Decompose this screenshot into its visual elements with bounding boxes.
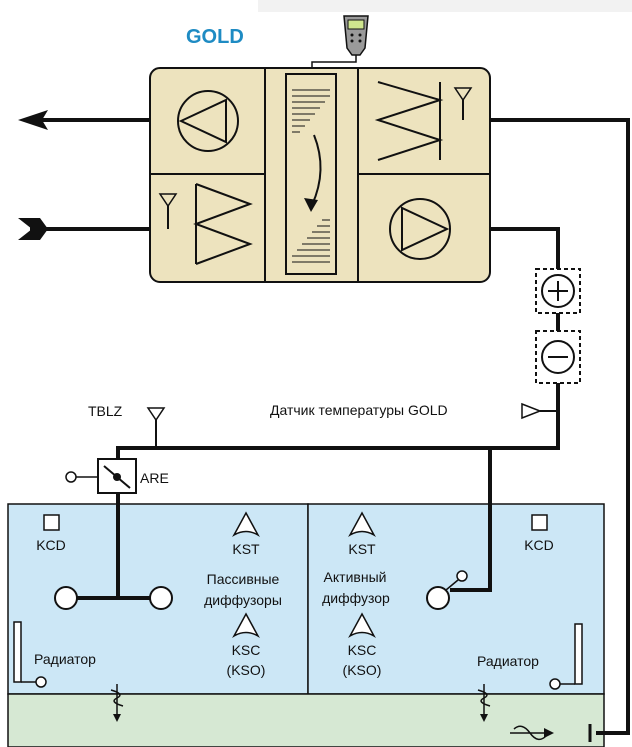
- ksc-right-icon: [348, 612, 376, 639]
- active-diffuser-actuator-line: [445, 579, 459, 591]
- radiator-left-label: Радиатор: [34, 651, 96, 667]
- supply-duct-main: [116, 383, 560, 598]
- kst-right-icon: [348, 511, 376, 538]
- control-panel-icon: [343, 15, 369, 56]
- heat-exchanger-icon: [285, 73, 337, 275]
- ksc-left-icon: [232, 612, 260, 639]
- extract-return-duct: [462, 118, 630, 735]
- kcd-right-label: KCD: [524, 537, 554, 553]
- are-label: ARE: [140, 470, 169, 486]
- radiator-left-icon: [13, 621, 22, 683]
- kso-left-label: (KSO): [227, 662, 266, 678]
- ksc-right-label: KSC: [348, 642, 377, 658]
- passive-label-1: Пассивные: [207, 571, 280, 587]
- active-label-2: диффузор: [322, 590, 390, 606]
- passive-diffuser-right: [149, 586, 173, 610]
- damper-actuator: [65, 471, 77, 483]
- kst-left-label: KST: [232, 541, 260, 557]
- intake-arrow-icon: [18, 218, 48, 240]
- sensor-icon: [453, 87, 473, 120]
- kst-right-label: KST: [348, 541, 376, 557]
- passive-diffuser-left: [54, 586, 78, 610]
- header-panel: [258, 0, 632, 12]
- kst-left-icon: [232, 511, 260, 538]
- exhaust-arrow-icon: [18, 110, 48, 130]
- active-diffuser-actuator: [456, 570, 468, 582]
- radiator-right-icon: [574, 623, 583, 685]
- panel-cable: [311, 55, 357, 68]
- extract-inlet-icon: [510, 725, 554, 741]
- valve-icon: [110, 684, 124, 722]
- cooler-minus-icon: [535, 330, 581, 384]
- tblz-sensor-icon: [146, 407, 166, 422]
- floor-zone: [7, 693, 605, 747]
- extract-filter-icon: [374, 81, 444, 161]
- gold-sensor-icon: [521, 402, 543, 420]
- kcd-left-label: KCD: [36, 537, 66, 553]
- active-label-1: Активный: [324, 569, 387, 585]
- kcd-right-icon: [531, 514, 548, 531]
- valve-icon: [477, 684, 491, 722]
- room-right: [307, 503, 605, 695]
- radiator-left-valve: [35, 676, 47, 688]
- sensor-icon: [158, 193, 178, 229]
- extract-fan-icon: [177, 90, 239, 152]
- tblz-label: TBLZ: [88, 403, 123, 419]
- title: GOLD: [186, 26, 244, 48]
- supply-duct-upper: [490, 227, 560, 269]
- damper-icon: [97, 458, 137, 494]
- heater-plus-icon: [535, 268, 581, 314]
- ksc-left-label: KSC: [232, 642, 261, 658]
- kcd-left-icon: [43, 514, 60, 531]
- supply-duct-active-branch: [450, 448, 492, 592]
- passive-label-2: диффузоры: [204, 592, 282, 608]
- supply-fan-icon: [389, 198, 451, 260]
- gold-temp-sensor-label: Датчик температуры GOLD: [270, 402, 448, 418]
- kso-right-label: (KSO): [343, 662, 382, 678]
- active-diffuser: [426, 586, 450, 610]
- radiator-right-valve: [549, 678, 561, 690]
- radiator-right-label: Радиатор: [477, 653, 539, 669]
